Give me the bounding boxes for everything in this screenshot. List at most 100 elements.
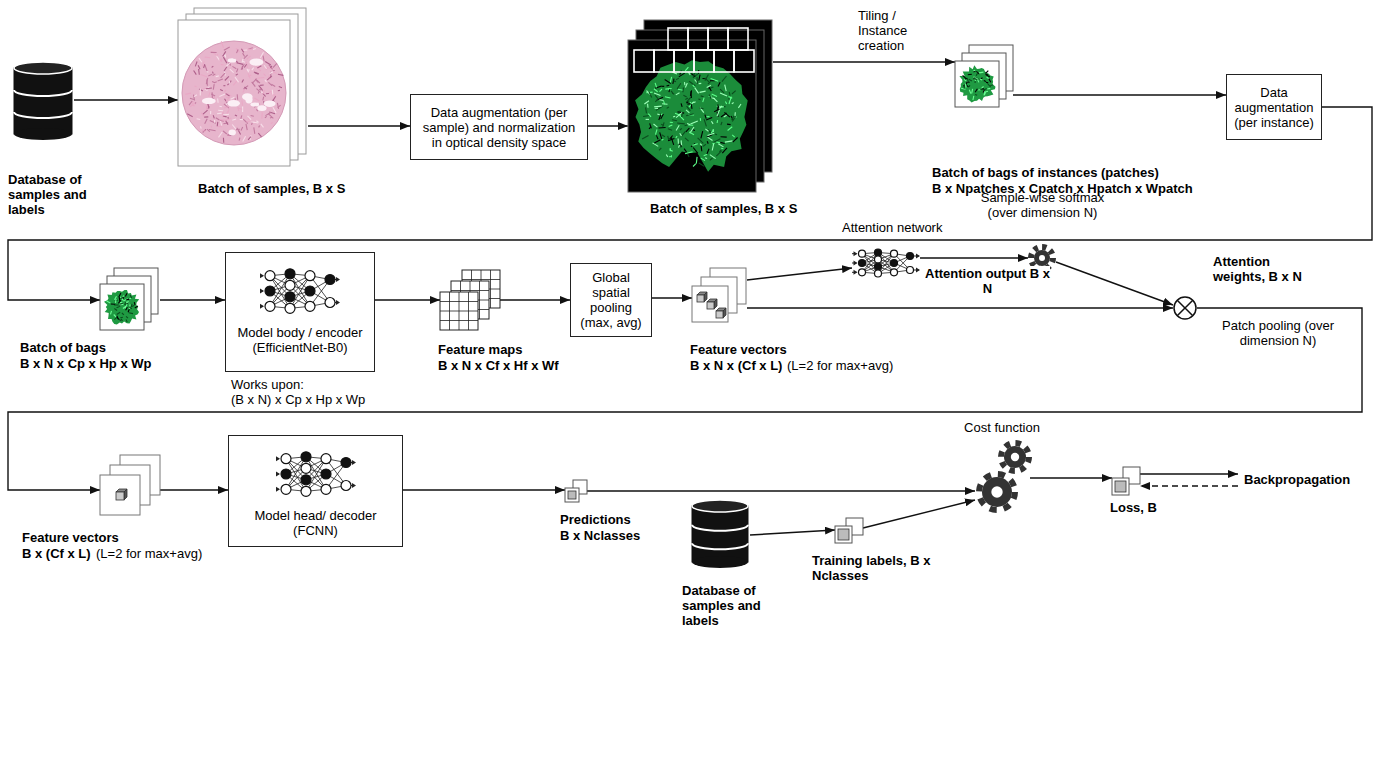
database-icon: Database of samples and labels xyxy=(12,62,74,142)
graphic-part xyxy=(257,89,261,93)
graphic-part xyxy=(708,137,713,140)
graphic-part xyxy=(194,95,197,97)
graphic-part xyxy=(129,312,133,314)
graphic-part xyxy=(659,148,661,150)
graphic-part xyxy=(281,454,291,464)
graphic-part xyxy=(276,487,280,492)
graphic-part xyxy=(226,121,228,125)
graphic-part xyxy=(185,93,191,94)
graphic-part xyxy=(686,128,690,132)
graphic-part xyxy=(1011,453,1019,461)
graphic-part xyxy=(114,317,117,320)
graphic-part xyxy=(490,270,491,308)
caption-text: Attention network xyxy=(842,220,962,235)
graphic-part xyxy=(967,85,969,87)
graphic-part xyxy=(986,75,990,77)
caption-text: Database of samples and labels xyxy=(682,583,787,628)
graphic-part xyxy=(987,77,989,79)
graphic-part xyxy=(261,124,264,128)
graphic-part xyxy=(982,87,984,89)
graphic-part xyxy=(278,74,284,75)
graphic-part xyxy=(664,101,665,104)
graphic-part xyxy=(201,113,204,117)
graphic-part xyxy=(206,80,208,86)
graphic-part xyxy=(709,87,711,91)
graphic-part xyxy=(643,116,650,117)
graphic-part xyxy=(301,486,311,496)
graphic-part xyxy=(217,126,222,128)
connector-arrow xyxy=(308,125,410,126)
graphic-part xyxy=(699,83,702,84)
graphic-part xyxy=(977,78,979,82)
graphic-part xyxy=(1034,250,1050,266)
graphic-part xyxy=(194,71,197,75)
graphic-part xyxy=(125,293,127,296)
graphic-part xyxy=(198,69,200,75)
sample-stack: Batch of samples, B x S xyxy=(628,20,773,192)
graphic-part xyxy=(712,143,714,151)
graphic-part xyxy=(100,284,144,330)
graphic-part xyxy=(305,286,315,296)
graphic-part xyxy=(205,89,208,91)
graphic-part xyxy=(341,458,351,468)
label-icon: Training labels, B x Nclasses xyxy=(835,518,863,543)
graphic-part xyxy=(124,302,126,305)
node-illustration xyxy=(852,244,920,282)
graphic-part xyxy=(645,107,647,113)
box-label: Data augmentation (per sample) and norma… xyxy=(417,105,581,150)
graphic-part xyxy=(725,102,726,104)
node-illustration xyxy=(12,62,74,142)
graphic-part xyxy=(628,40,756,192)
graphic-part xyxy=(696,77,698,84)
graphic-part xyxy=(705,74,709,80)
graphic-part xyxy=(261,112,262,119)
graphic-part xyxy=(709,95,711,99)
graphic-part xyxy=(221,73,225,78)
graphic-part xyxy=(670,136,673,140)
graphic-part xyxy=(964,85,966,88)
graphic-part xyxy=(707,85,711,87)
graphic-part xyxy=(670,77,671,83)
graphic-part xyxy=(707,149,709,155)
graphic-part xyxy=(223,51,226,56)
graphic-part xyxy=(199,58,202,62)
graphic-part xyxy=(258,77,265,79)
graphic-part xyxy=(984,91,988,92)
graphic-part xyxy=(265,271,275,281)
graphic-part xyxy=(116,492,124,500)
graphic-part xyxy=(268,82,272,85)
graphic-part xyxy=(692,500,748,512)
graphic-part xyxy=(236,129,240,131)
graphic-part xyxy=(104,290,139,325)
graphic-part xyxy=(210,121,216,124)
edge-label: Patch pooling (over dimension N) xyxy=(1208,318,1348,348)
graphic-part xyxy=(699,163,705,166)
graphic-part xyxy=(440,292,478,330)
graphic-part xyxy=(678,89,683,90)
graphic-part xyxy=(301,463,311,473)
graphic-part xyxy=(672,120,677,121)
graphic-part xyxy=(256,66,261,71)
graphic-part xyxy=(689,132,694,135)
graphic-part xyxy=(224,67,227,72)
graphic-part xyxy=(916,254,920,259)
graphic-part xyxy=(734,50,754,72)
graphic-part xyxy=(732,103,734,104)
graphic-part xyxy=(685,138,689,141)
graphic-part xyxy=(655,95,658,99)
graphic-part xyxy=(703,144,706,146)
graphic-part xyxy=(701,131,703,138)
graphic-part xyxy=(257,105,266,111)
graphic-part xyxy=(838,529,849,540)
graphic-part xyxy=(693,164,696,167)
graphic-part xyxy=(190,98,194,99)
graphic-part xyxy=(248,73,250,78)
graphic-part xyxy=(243,136,246,141)
graphic-part xyxy=(724,112,730,117)
graphic-part xyxy=(336,300,340,305)
graphic-part xyxy=(686,102,688,103)
graphic-part xyxy=(264,65,267,69)
caption-text: (B x N) x Cp x Hp x Wp xyxy=(231,392,365,407)
graphic-part xyxy=(216,118,220,120)
graphic-part xyxy=(265,116,267,117)
